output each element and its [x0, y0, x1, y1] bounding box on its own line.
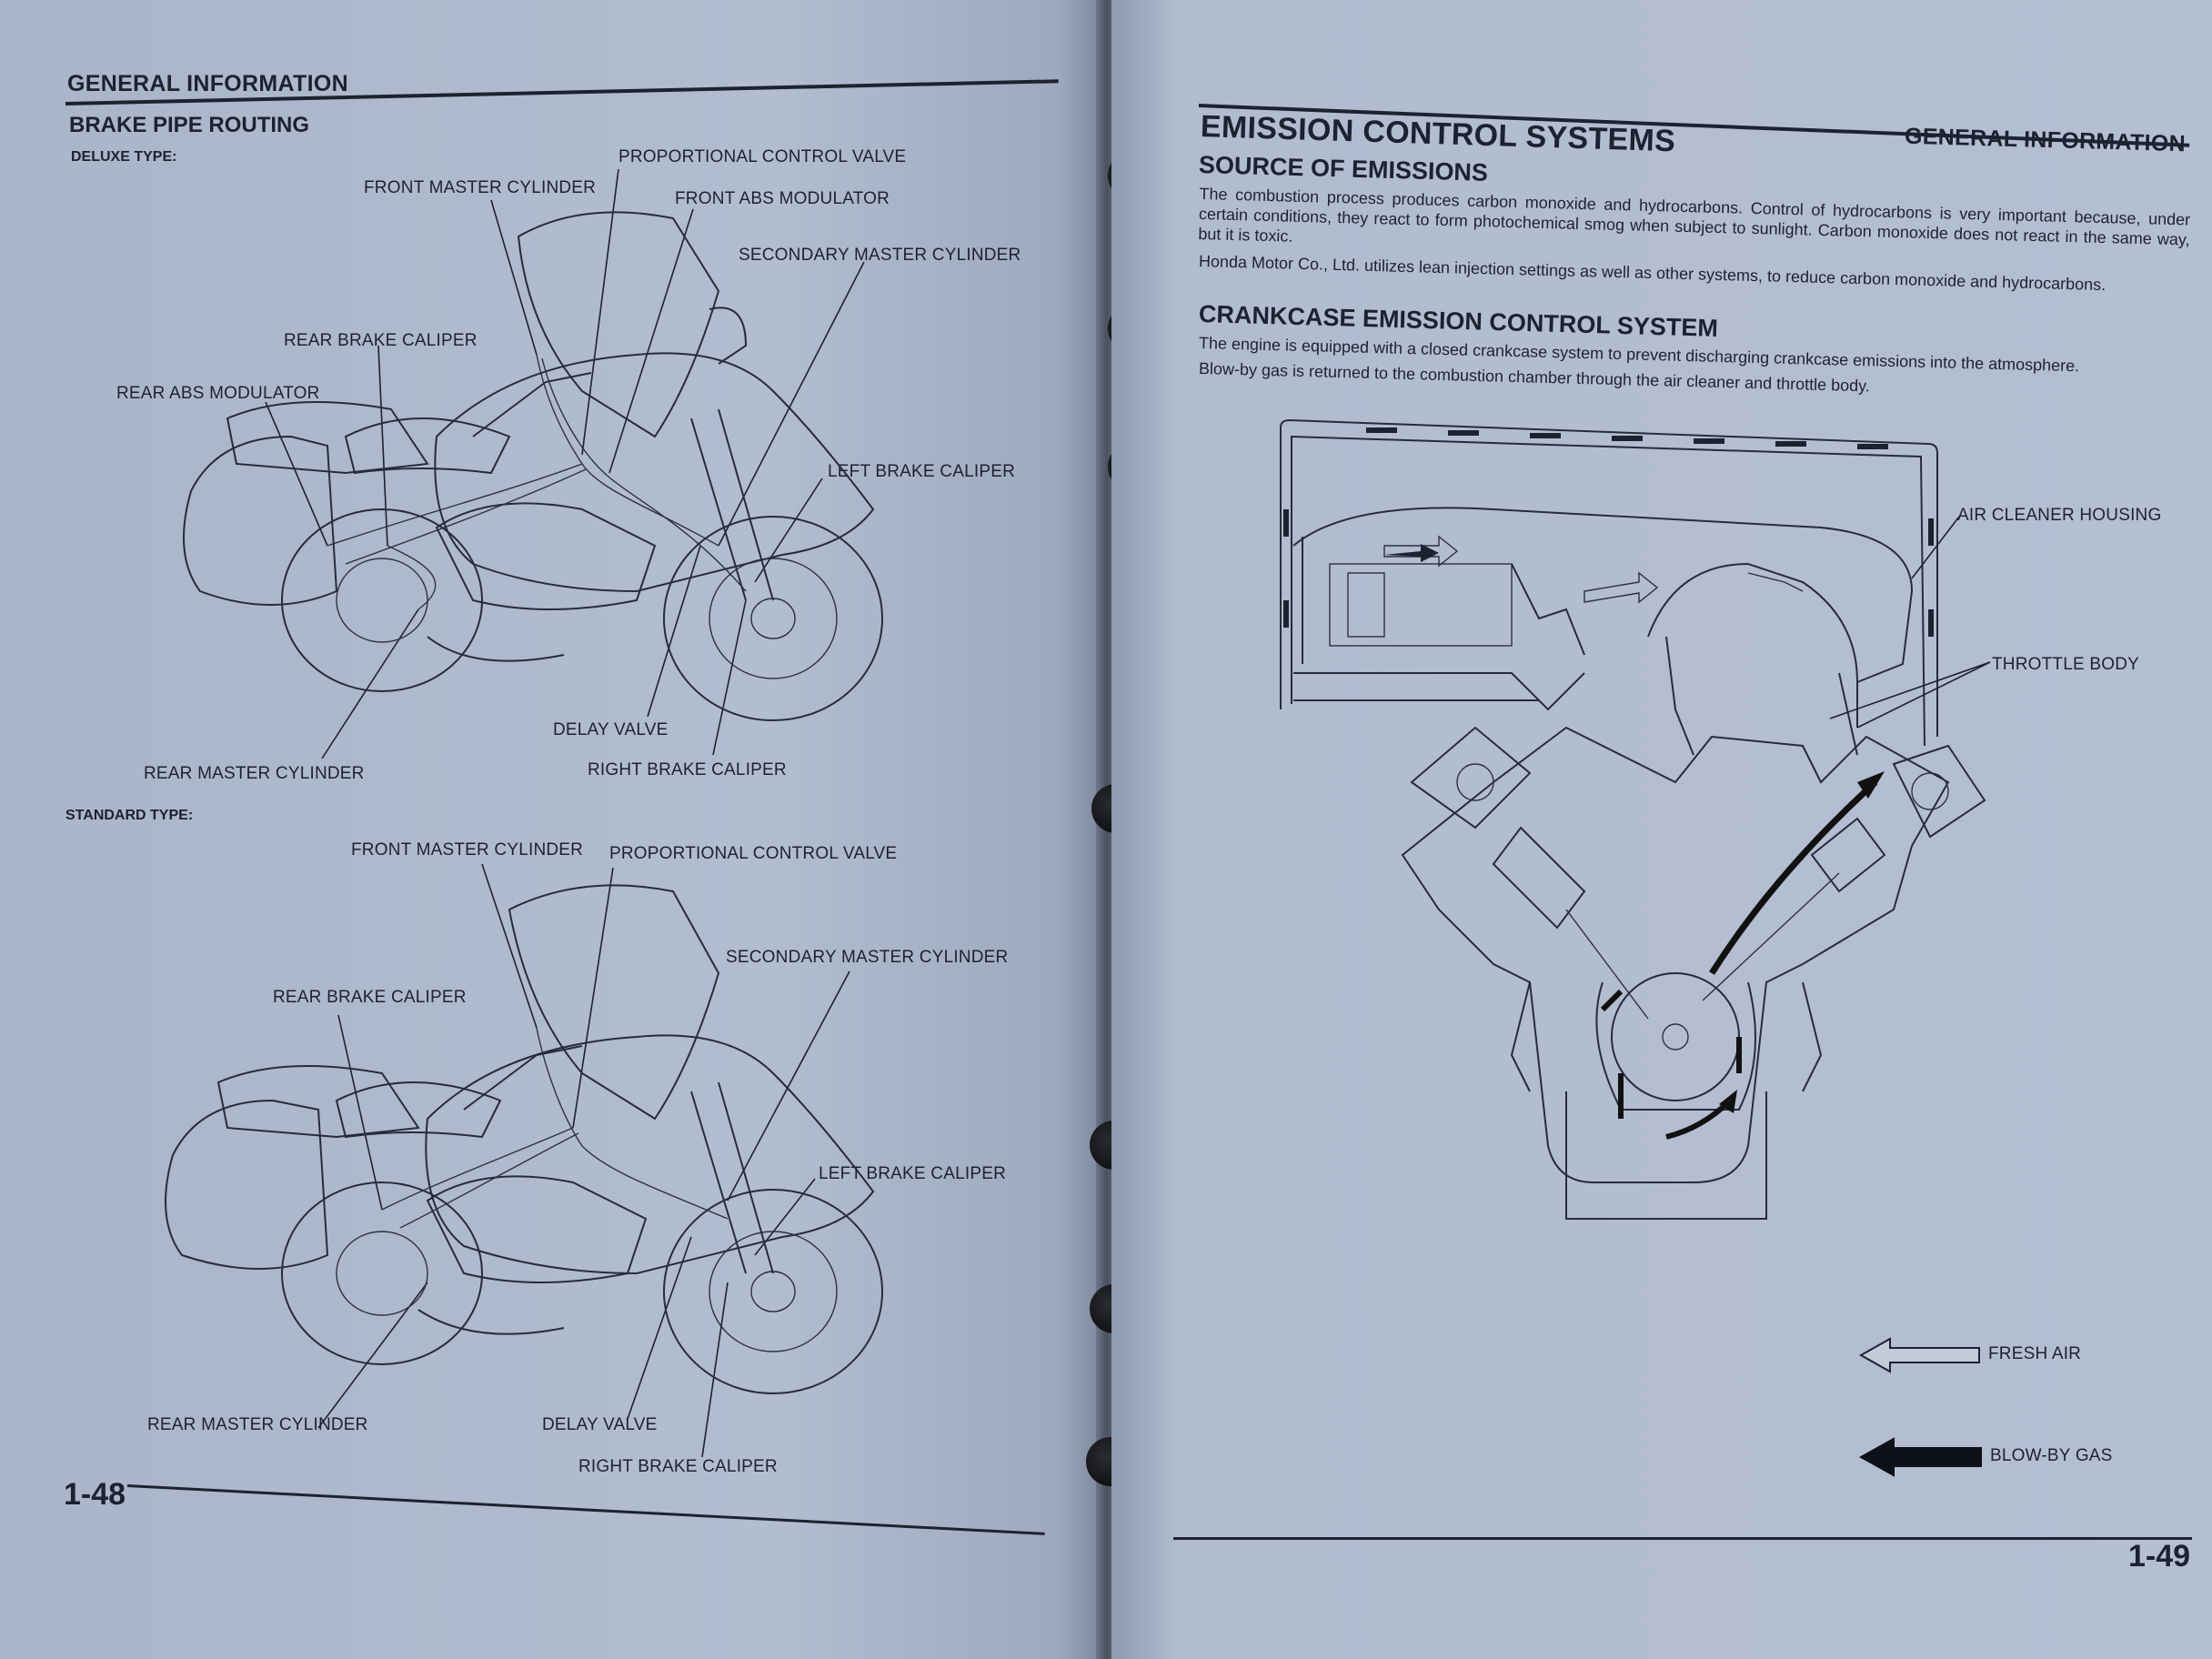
deluxe-label-rear-abs-modulator: REAR ABS MODULATOR — [116, 384, 320, 403]
source-of-emissions-heading: SOURCE OF EMISSIONS — [1198, 151, 1489, 186]
brake-pipe-routing-title: BRAKE PIPE ROUTING — [69, 113, 310, 137]
deluxe-label-front-master-cylinder: FRONT MASTER CYLINDER — [364, 178, 597, 197]
emission-control-systems-title: EMISSION CONTROL SYSTEMS — [1200, 109, 1676, 159]
right-page-number: 1-49 — [2128, 1539, 2191, 1574]
deluxe-label-delay-valve: DELAY VALVE — [553, 720, 669, 739]
left-page: GENERAL INFORMATION BRAKE PIPE ROUTING D… — [0, 0, 1102, 1659]
legend-fresh-air: FRESH AIR — [1988, 1344, 2082, 1363]
standard-label-left-brake-caliper: LEFT BRAKE CALIPER — [819, 1164, 1006, 1183]
deluxe-label-proportional-control-valve: PROPORTIONAL CONTROL VALVE — [618, 147, 907, 166]
deluxe-label-rear-master-cylinder: REAR MASTER CYLINDER — [144, 764, 365, 783]
deluxe-motorcycle-diagram — [183, 168, 883, 759]
standard-label-rear-brake-caliper: REAR BRAKE CALIPER — [273, 988, 467, 1007]
left-page-header: GENERAL INFORMATION — [67, 71, 348, 96]
right-footer-rule — [1173, 1537, 2192, 1540]
standard-label-right-brake-caliper: RIGHT BRAKE CALIPER — [578, 1457, 778, 1476]
deluxe-label-front-abs-modulator: FRONT ABS MODULATOR — [675, 189, 890, 208]
crankcase-emission-diagram — [1280, 418, 1991, 1220]
standard-label-secondary-master-cylinder: SECONDARY MASTER CYLINDER — [726, 948, 1009, 967]
blow-by-gas-legend-arrow — [1858, 1437, 1982, 1477]
label-throttle-body: THROTTLE BODY — [1992, 655, 2140, 674]
right-page-header: GENERAL INFORMATION — [1904, 123, 2187, 157]
standard-label-front-master-cylinder: FRONT MASTER CYLINDER — [351, 840, 584, 860]
standard-label-proportional-control-valve: PROPORTIONAL CONTROL VALVE — [609, 844, 898, 863]
label-air-cleaner-housing: AIR CLEANER HOUSING — [1957, 506, 2162, 525]
standard-type-heading: STANDARD TYPE: — [65, 808, 194, 823]
left-footer-rule — [126, 1484, 1045, 1535]
deluxe-type-heading: DELUXE TYPE: — [71, 149, 177, 165]
deluxe-label-rear-brake-caliper: REAR BRAKE CALIPER — [284, 331, 478, 350]
deluxe-label-left-brake-caliper: LEFT BRAKE CALIPER — [828, 462, 1015, 481]
legend-blow-by-gas: BLOW-BY GAS — [1990, 1446, 2113, 1465]
standard-label-delay-valve: DELAY VALVE — [542, 1415, 658, 1434]
deluxe-label-right-brake-caliper: RIGHT BRAKE CALIPER — [588, 760, 787, 779]
fresh-air-legend-arrow — [1858, 1337, 1980, 1373]
left-page-number: 1-48 — [64, 1477, 126, 1512]
standard-motorcycle-diagram — [165, 863, 883, 1458]
right-page: EMISSION CONTROL SYSTEMS GENERAL INFORMA… — [1111, 0, 2212, 1659]
standard-label-rear-master-cylinder: REAR MASTER CYLINDER — [147, 1415, 368, 1434]
deluxe-label-secondary-master-cylinder: SECONDARY MASTER CYLINDER — [739, 246, 1021, 265]
